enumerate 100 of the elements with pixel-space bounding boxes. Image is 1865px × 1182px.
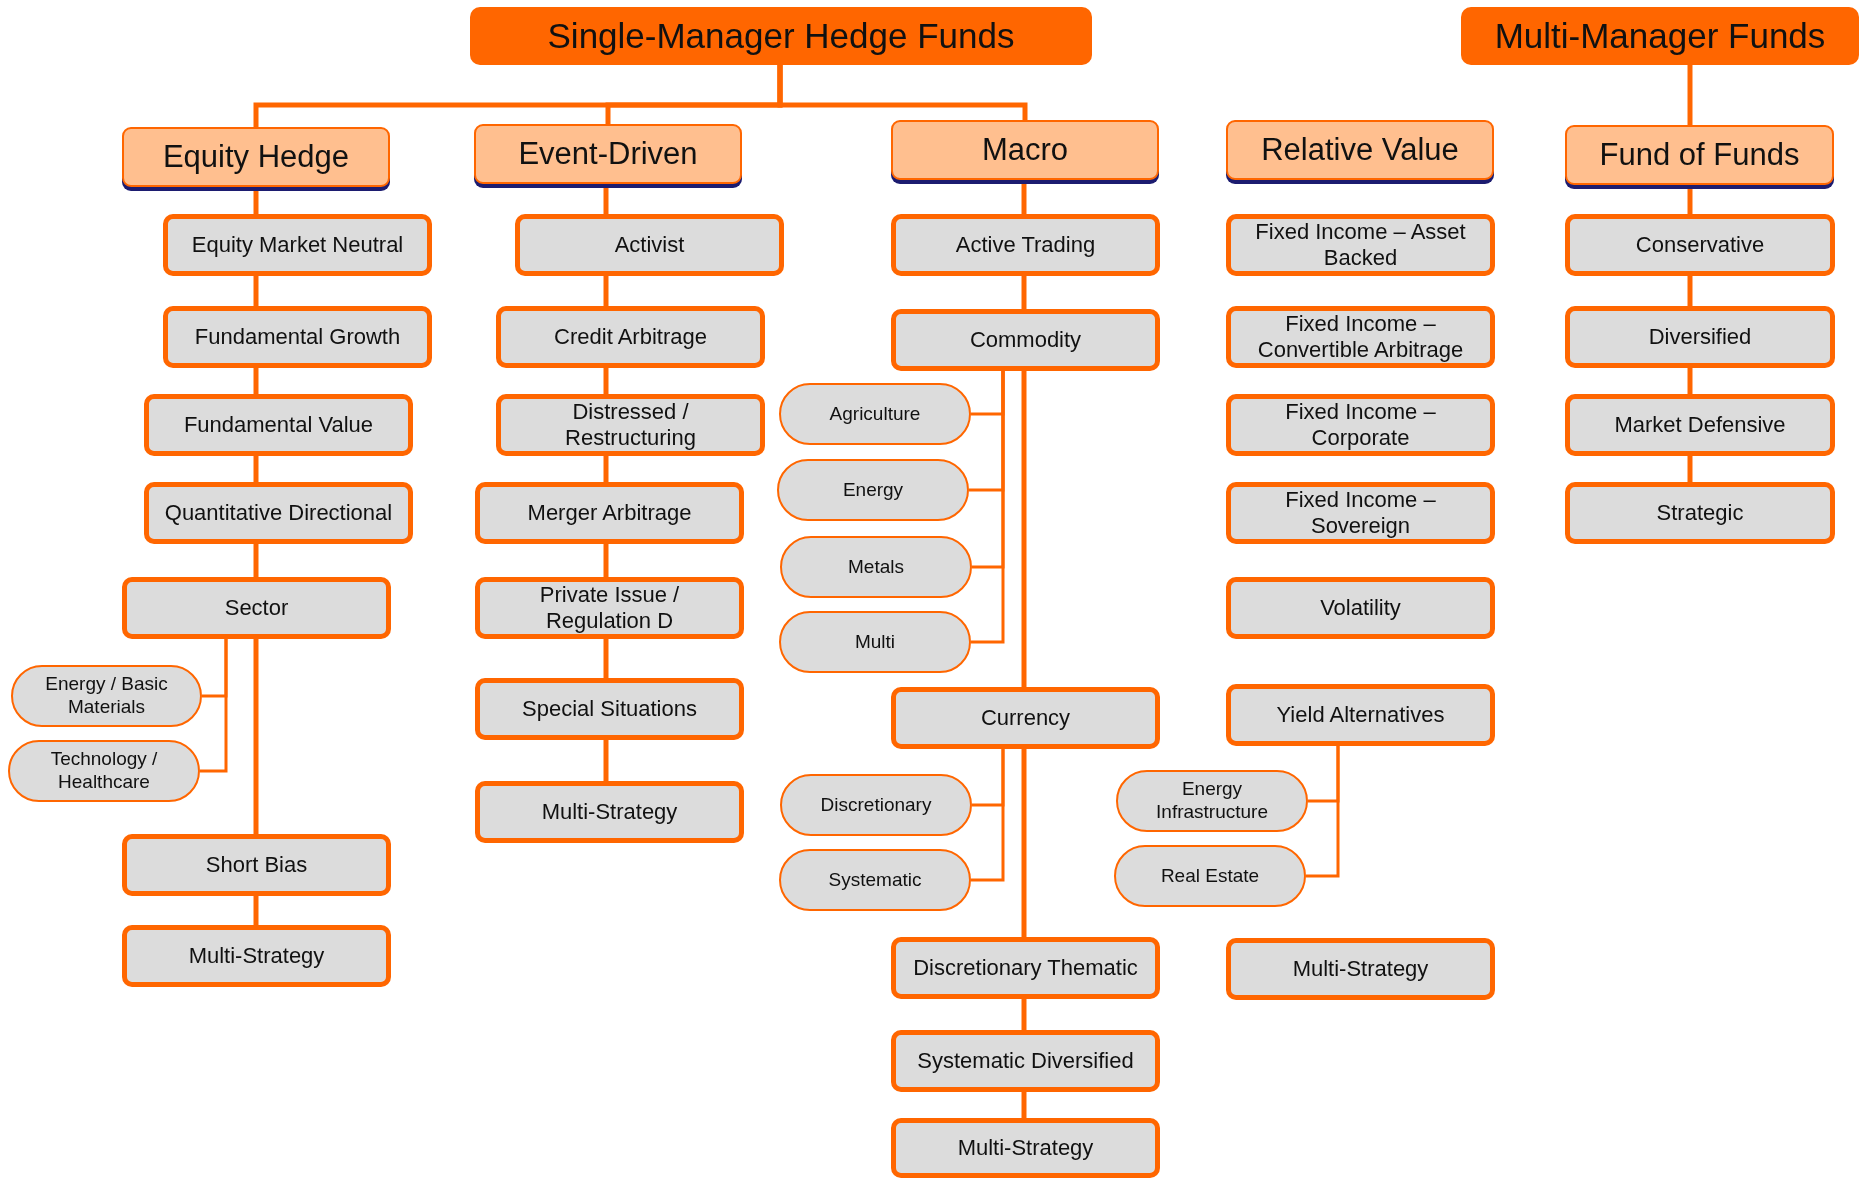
connector-line bbox=[603, 276, 609, 306]
strategy-label: Private Issue / Regulation D bbox=[538, 581, 681, 635]
connector-line bbox=[603, 639, 609, 678]
strategy-box bbox=[144, 482, 413, 544]
strategy-box bbox=[891, 214, 1160, 276]
strategy-label: Multi-Strategy bbox=[1292, 955, 1429, 983]
strategy-box bbox=[891, 687, 1160, 749]
strategy-box bbox=[496, 306, 765, 368]
strategy-box bbox=[163, 214, 432, 276]
strategy-box bbox=[475, 678, 744, 740]
strategy-box bbox=[163, 306, 432, 368]
strategy-box bbox=[1226, 394, 1495, 456]
connector-line bbox=[253, 544, 259, 577]
connector-line bbox=[1687, 276, 1693, 306]
strategy-label: Fixed Income – Asset Backed bbox=[1254, 218, 1467, 272]
strategy-label: Fixed Income – Sovereign bbox=[1284, 486, 1437, 540]
strategy-box bbox=[1565, 306, 1835, 368]
title-box bbox=[470, 7, 1092, 65]
strategy-box bbox=[475, 577, 744, 639]
category-label: Equity Hedge bbox=[162, 138, 350, 176]
strategy-box bbox=[122, 577, 391, 639]
substrategy-label: Metals bbox=[848, 555, 904, 579]
strategy-box bbox=[1226, 482, 1495, 544]
substrategy-label: Discretionary bbox=[820, 793, 932, 817]
strategy-label: Commodity bbox=[969, 326, 1082, 354]
strategy-label: Short Bias bbox=[205, 851, 308, 879]
strategy-label: Fundamental Value bbox=[183, 411, 374, 439]
strategy-box bbox=[1226, 306, 1495, 368]
title-box bbox=[1461, 7, 1859, 65]
category-label: Relative Value bbox=[1261, 131, 1459, 169]
substrategy-pill bbox=[8, 740, 200, 802]
strategy-label: Special Situations bbox=[522, 695, 697, 723]
strategy-label: Strategic bbox=[1656, 499, 1744, 527]
strategy-label: Discretionary Thematic bbox=[913, 954, 1138, 982]
substrategy-label: Energy / Basic Materials bbox=[44, 673, 169, 719]
strategy-label: Yield Alternatives bbox=[1276, 701, 1445, 729]
strategy-label: Merger Arbitrage bbox=[527, 499, 692, 527]
substrategy-label: Energy bbox=[842, 478, 904, 502]
strategy-box bbox=[1226, 684, 1495, 746]
strategy-label: Systematic Diversified bbox=[917, 1047, 1134, 1075]
connector-line bbox=[603, 368, 609, 394]
connector-line bbox=[253, 456, 259, 482]
strategy-box bbox=[475, 781, 744, 843]
strategy-label: Multi-Strategy bbox=[188, 942, 325, 970]
strategy-label: Sector bbox=[224, 594, 289, 622]
strategy-box bbox=[1226, 938, 1495, 1000]
connector-line bbox=[971, 749, 1005, 882]
category-label: Fund of Funds bbox=[1599, 136, 1800, 174]
strategy-box bbox=[122, 925, 391, 987]
connector-line bbox=[1021, 1092, 1027, 1118]
connector-line bbox=[1687, 456, 1693, 482]
substrategy-label: Real Estate bbox=[1160, 864, 1260, 888]
substrategy-label: Multi bbox=[854, 630, 896, 654]
strategy-box bbox=[891, 937, 1160, 999]
strategy-box bbox=[122, 834, 391, 896]
strategy-label: Distressed / Restructuring bbox=[564, 398, 697, 452]
strategy-box bbox=[1565, 394, 1835, 456]
strategy-label: Fixed Income – Convertible Arbitrage bbox=[1256, 310, 1465, 364]
strategy-label: Currency bbox=[980, 704, 1071, 732]
strategy-label: Equity Market Neutral bbox=[191, 231, 404, 259]
strategy-box bbox=[475, 482, 744, 544]
strategy-box bbox=[1226, 577, 1495, 639]
substrategy-label: Energy Infrastructure bbox=[1155, 778, 1269, 824]
connector-line bbox=[253, 639, 259, 834]
strategy-box bbox=[1565, 214, 1835, 276]
strategy-label: Active Trading bbox=[955, 231, 1096, 259]
substrategy-label: Systematic bbox=[828, 868, 922, 892]
strategy-label: Multi-Strategy bbox=[541, 798, 678, 826]
connector-line bbox=[253, 368, 259, 394]
connector-line bbox=[1021, 999, 1027, 1030]
connector-line bbox=[1021, 276, 1027, 309]
strategy-label: Quantitative Directional bbox=[164, 499, 393, 527]
substrategy-label: Agriculture bbox=[829, 402, 921, 426]
strategy-box bbox=[891, 1030, 1160, 1092]
substrategy-label: Technology / Healthcare bbox=[49, 748, 159, 794]
connector-line bbox=[1687, 65, 1693, 125]
connector-line bbox=[603, 456, 609, 482]
strategy-box bbox=[515, 214, 784, 276]
connector-line bbox=[777, 65, 1028, 120]
strategy-label: Volatility bbox=[1320, 594, 1401, 622]
connector-line bbox=[1021, 749, 1027, 937]
connector-line bbox=[1021, 371, 1027, 687]
connector-line bbox=[200, 639, 228, 773]
connector-line bbox=[603, 740, 609, 781]
strategy-box bbox=[496, 394, 765, 456]
strategy-box bbox=[1565, 482, 1835, 544]
title-text: Single-Manager Hedge Funds bbox=[547, 15, 1015, 57]
title-text: Multi-Manager Funds bbox=[1494, 15, 1826, 57]
strategy-box bbox=[891, 309, 1160, 371]
connector-line bbox=[1306, 746, 1340, 878]
strategy-box bbox=[1226, 214, 1495, 276]
connector-line bbox=[253, 276, 259, 306]
strategy-box bbox=[891, 1118, 1160, 1178]
strategy-label: Fundamental Growth bbox=[194, 323, 401, 351]
connector-line bbox=[603, 544, 609, 577]
strategy-label: Activist bbox=[614, 231, 685, 259]
substrategy-pill bbox=[777, 459, 969, 521]
strategy-label: Diversified bbox=[1648, 323, 1752, 351]
connector-line bbox=[253, 896, 259, 925]
connector-line bbox=[971, 371, 1005, 644]
